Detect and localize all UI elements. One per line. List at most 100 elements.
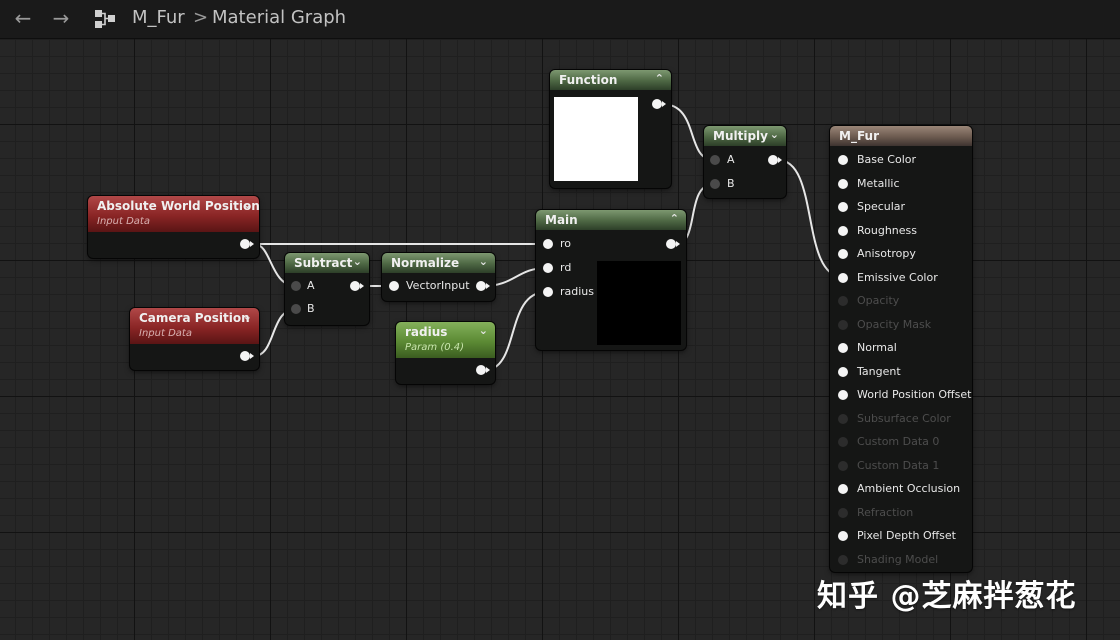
multiply-pin-a[interactable] — [710, 155, 720, 165]
radius-param-node-subtitle: Param (0.4) — [405, 342, 465, 353]
function-output-pin[interactable] — [652, 99, 666, 109]
material-input-label: Refraction — [857, 505, 914, 519]
material-input-label: Normal — [857, 341, 897, 354]
breadcrumb-asset[interactable]: M_Fur — [132, 7, 185, 28]
material-input-pin[interactable] — [838, 343, 848, 353]
material-input-pin[interactable] — [838, 390, 848, 400]
chevron-down-icon[interactable]: ⌄ — [478, 255, 488, 268]
material-input-pin[interactable] — [838, 531, 848, 541]
main-pin-ro[interactable] — [543, 239, 553, 249]
radius-param-node[interactable]: radius Param (0.4) ⌄ — [396, 322, 495, 384]
chevron-down-icon[interactable]: ⌄ — [242, 198, 252, 211]
main-label-radius: radius — [560, 285, 595, 298]
main-pin-rd[interactable] — [543, 263, 553, 273]
material-input-pin[interactable] — [838, 178, 848, 189]
radius-param-node-title: radius — [405, 325, 448, 339]
material-input-label: Specular — [857, 200, 906, 213]
subtract-pin-a[interactable] — [291, 281, 301, 291]
function-preview — [554, 97, 638, 181]
chevron-up-icon[interactable]: ⌃ — [654, 72, 664, 85]
material-input-pin[interactable] — [838, 202, 848, 212]
material-input-label: Shading Model — [857, 552, 939, 566]
normalize-node-header[interactable]: Normalize ⌄ — [382, 253, 495, 273]
chevron-up-icon[interactable]: ⌃ — [669, 212, 679, 225]
multiply-label-a: A — [727, 153, 735, 166]
material-input-label: World Position Offset — [857, 388, 972, 401]
material-input-label: Opacity — [857, 294, 900, 307]
material-input-pin — [838, 319, 848, 330]
material-input-pin — [838, 507, 848, 518]
camera-position-node-header[interactable]: Camera Position Input Data ⌄ — [130, 308, 259, 344]
material-input-pin[interactable] — [838, 155, 848, 165]
arrow-left-icon[interactable]: ← — [14, 6, 32, 30]
multiply-node[interactable]: Multiply ⌄ A B — [704, 126, 786, 198]
material-input-pin[interactable] — [838, 272, 848, 283]
main-pin-radius[interactable] — [543, 287, 553, 297]
multiply-node-header[interactable]: Multiply ⌄ — [704, 126, 786, 146]
subtract-node[interactable]: Subtract ⌄ A B — [285, 253, 369, 325]
breadcrumb-graph[interactable]: Material Graph — [212, 7, 347, 28]
material-input-label: Subsurface Color — [857, 411, 951, 425]
node-graph-icon — [95, 10, 115, 28]
normalize-output-pin[interactable] — [476, 281, 490, 291]
awp-output-pin[interactable] — [240, 239, 254, 249]
subtract-label-b: B — [307, 302, 315, 315]
material-input-label: Base Color — [857, 153, 917, 166]
material-input-label: Custom Data 1 — [857, 458, 940, 472]
chevron-down-icon[interactable]: ⌄ — [478, 324, 488, 337]
main-node[interactable]: Main ⌃ ro rd radius — [536, 210, 686, 350]
material-input-pin — [838, 296, 848, 306]
chevron-down-icon[interactable]: ⌄ — [769, 128, 779, 141]
subtract-pin-b[interactable] — [291, 304, 301, 314]
subtract-label-a: A — [307, 279, 315, 292]
awp-node-header[interactable]: Absolute World Position Input Data ⌄ — [88, 196, 259, 232]
camera-position-output-pin[interactable] — [240, 351, 254, 361]
subtract-node-title: Subtract — [294, 256, 353, 270]
material-result-node-header[interactable]: M_Fur — [830, 126, 972, 146]
material-input-label: Anisotropy — [857, 247, 916, 260]
material-input-label: Opacity Mask — [857, 317, 932, 331]
material-result-node-title: M_Fur — [839, 129, 880, 143]
normalize-node[interactable]: Normalize ⌄ VectorInput — [382, 253, 495, 301]
material-input-label: Ambient Occlusion — [857, 482, 961, 495]
material-input-label: Custom Data 0 — [857, 435, 940, 448]
chevron-down-icon[interactable]: ⌄ — [352, 255, 362, 268]
multiply-pin-b[interactable] — [710, 179, 720, 189]
material-input-label: Metallic — [857, 176, 900, 190]
camera-position-node[interactable]: Camera Position Input Data ⌄ — [130, 308, 259, 370]
function-node[interactable]: Function ⌃ — [550, 70, 671, 188]
material-input-pin — [838, 413, 848, 424]
material-input-pin — [838, 554, 848, 565]
multiply-node-title: Multiply — [713, 129, 768, 143]
arrow-right-icon[interactable]: → — [52, 6, 70, 30]
function-node-title: Function — [559, 73, 618, 87]
awp-node-subtitle: Input Data — [97, 216, 150, 227]
awp-node-title: Absolute World Position — [97, 199, 259, 213]
material-input-label: Roughness — [857, 223, 918, 237]
material-input-label: Pixel Depth Offset — [857, 529, 956, 542]
function-node-header[interactable]: Function ⌃ — [550, 70, 671, 90]
material-input-pin[interactable] — [838, 484, 848, 494]
multiply-output-pin[interactable] — [768, 155, 782, 165]
material-input-pin[interactable] — [838, 225, 848, 236]
subtract-output-pin[interactable] — [350, 281, 364, 291]
normalize-input-pin[interactable] — [389, 281, 399, 291]
main-label-rd: rd — [560, 261, 572, 274]
main-node-title: Main — [545, 213, 578, 227]
camera-position-node-title: Camera Position — [139, 311, 250, 325]
chevron-down-icon[interactable]: ⌄ — [242, 310, 252, 323]
main-output-pin[interactable] — [666, 239, 680, 249]
absolute-world-position-node[interactable]: Absolute World Position Input Data ⌄ — [88, 196, 259, 258]
watermark: 知乎 @芝麻拌葱花 — [817, 579, 1077, 614]
material-input-pin[interactable] — [838, 249, 848, 259]
main-label-ro: ro — [560, 237, 572, 250]
graph-toolbar: ← → M_Fur > Material Graph — [0, 0, 1120, 39]
material-input-pin — [838, 460, 848, 471]
material-input-pin[interactable] — [838, 366, 848, 377]
subtract-node-header[interactable]: Subtract ⌄ — [285, 253, 369, 273]
radius-param-output-pin[interactable] — [476, 365, 490, 375]
normalize-node-title: Normalize — [391, 256, 460, 270]
radius-param-node-header[interactable]: radius Param (0.4) ⌄ — [396, 322, 495, 358]
main-node-header[interactable]: Main ⌃ — [536, 210, 686, 230]
